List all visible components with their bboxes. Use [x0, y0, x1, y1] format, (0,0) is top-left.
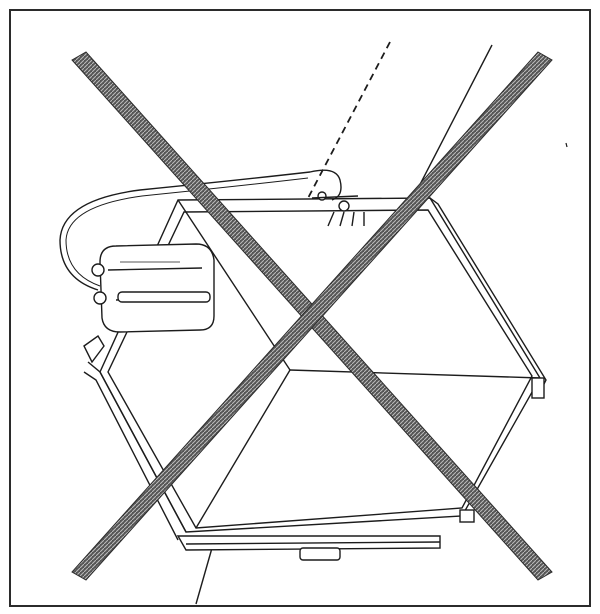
router-device [91, 243, 215, 333]
wall-lines [195, 44, 493, 605]
connection-cable [59, 169, 342, 291]
prohibited-cross-icon [71, 51, 553, 581]
outer-frame [9, 9, 591, 607]
top-connector [311, 191, 365, 227]
small-mark [565, 142, 568, 148]
